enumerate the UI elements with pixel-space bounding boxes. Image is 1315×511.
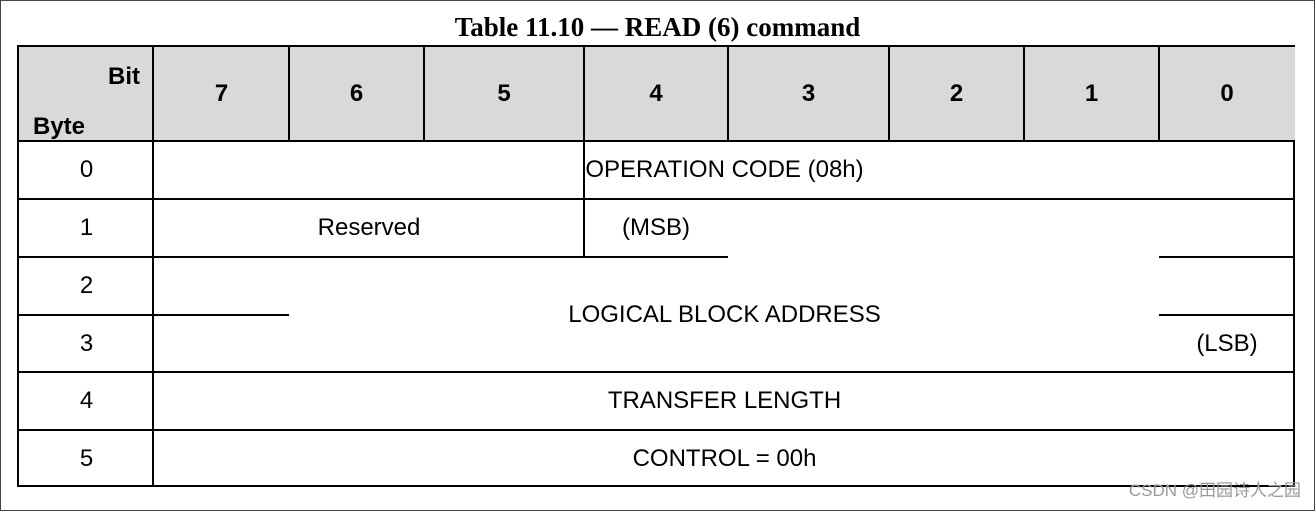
header-bit-3: 3 bbox=[728, 47, 889, 141]
byte-number-2: 2 bbox=[79, 272, 94, 299]
lsb-label: (LSB) bbox=[1196, 329, 1258, 357]
header-divider-3-2 bbox=[888, 47, 890, 141]
byte-label: Byte bbox=[33, 113, 86, 140]
control-field: CONTROL = 00h bbox=[632, 444, 817, 472]
header-divider-6-5 bbox=[423, 47, 425, 141]
header-divider-7-6 bbox=[288, 47, 290, 141]
row-divider-0-1 bbox=[19, 198, 1295, 200]
header-bit-5: 5 bbox=[424, 47, 584, 141]
row-divider-1-2-left bbox=[19, 256, 728, 258]
header-bit-0: 0 bbox=[1159, 47, 1295, 141]
reserved-field: Reserved bbox=[317, 214, 421, 241]
operation-code-field: OPERATION CODE (08h) bbox=[585, 156, 864, 183]
byte-number-1: 1 bbox=[79, 214, 94, 241]
header-corner-cell: Bit Byte bbox=[19, 47, 154, 141]
byte-column-divider bbox=[152, 47, 154, 487]
table-caption: Table 11.10 — READ (6) command bbox=[454, 12, 861, 42]
byte-number-0: 0 bbox=[79, 156, 94, 183]
msb-label: (MSB) bbox=[622, 214, 690, 241]
header-divider-1-0 bbox=[1158, 47, 1160, 141]
logical-block-address-field: LOGICAL BLOCK ADDRESS bbox=[568, 300, 881, 328]
row-divider-3-4 bbox=[19, 371, 1295, 373]
watermark: CSDN @田园诗人之园 bbox=[1128, 481, 1301, 500]
header-divider-4-3 bbox=[727, 47, 729, 141]
byte-number-3: 3 bbox=[79, 329, 94, 357]
header-bit-2: 2 bbox=[889, 47, 1024, 141]
header-bit-4: 4 bbox=[584, 47, 728, 141]
row-divider-4-5 bbox=[19, 429, 1295, 431]
header-row-divider bbox=[19, 140, 1295, 142]
bit-label: Bit bbox=[108, 63, 140, 90]
header-divider-2-1 bbox=[1023, 47, 1025, 141]
row-divider-2-3-left bbox=[19, 314, 289, 316]
header-bit-6: 6 bbox=[289, 47, 424, 141]
byte-number-5: 5 bbox=[79, 444, 94, 472]
header-bit-7: 7 bbox=[154, 47, 289, 141]
header-bit-1: 1 bbox=[1024, 47, 1159, 141]
byte-number-4: 4 bbox=[79, 387, 94, 414]
row-divider-2-3-right bbox=[1159, 314, 1295, 316]
row-divider-1-2-right bbox=[1159, 256, 1295, 258]
transfer-length-field: TRANSFER LENGTH bbox=[607, 387, 842, 414]
header-divider-5-4 bbox=[583, 47, 585, 257]
read6-command-table: Bit Byte 7 6 5 4 3 2 1 0 0 1 2 3 4 5 OPE… bbox=[17, 45, 1295, 487]
